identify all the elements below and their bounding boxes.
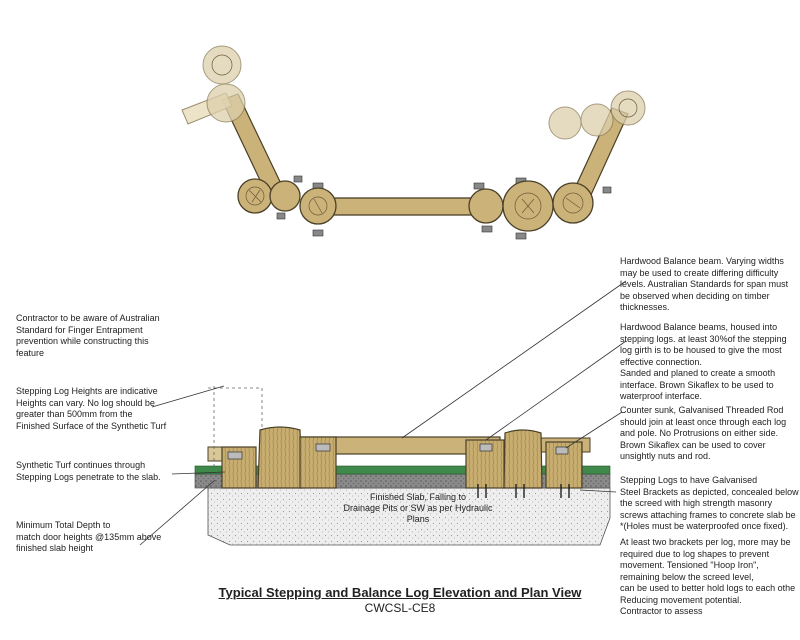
note-log-heights: Stepping Log Heights are indicative Heig… xyxy=(16,386,167,431)
elevation-log-2 xyxy=(257,426,303,489)
plan-log-4 xyxy=(468,188,504,224)
elevation-view xyxy=(194,386,611,546)
elevation-log-5 xyxy=(503,429,543,489)
note-brackets: Stepping Logs to have Galvanised Steel B… xyxy=(620,475,799,531)
leader-lines xyxy=(139,280,627,546)
note-finger-entrapment: Contractor to be aware of Australian Sta… xyxy=(16,313,160,358)
note-threaded-rod: Counter sunk, Galvanised Threaded Rod sh… xyxy=(620,405,787,461)
plan-faded-logs xyxy=(202,45,646,140)
plan-log-2 xyxy=(269,180,301,212)
drawing-code: CWCSL-CE8 xyxy=(364,601,436,615)
note-beam-housed: Hardwood Balance beams, housed into step… xyxy=(620,322,787,401)
note-synthetic-turf: Synthetic Turf continues through Steppin… xyxy=(16,460,161,482)
elevation-anchor-bolts xyxy=(477,484,570,498)
note-hoop-iron: At least two brackets per log, more may … xyxy=(620,537,796,616)
note-min-depth: Minimum Total Depth to match door height… xyxy=(16,520,162,553)
elevation-brackets xyxy=(227,443,569,460)
plan-log-rings xyxy=(211,54,638,220)
synthetic-turf xyxy=(194,465,611,475)
slab-label: Finished Slab, Falling to Drainage Pits … xyxy=(343,492,493,524)
plan-brackets xyxy=(276,175,612,240)
drawing-title: Typical Stepping and Balance Log Elevati… xyxy=(218,585,582,600)
plan-view xyxy=(181,45,646,240)
note-beam-widths: Hardwood Balance beam. Varying widths ma… xyxy=(620,256,789,312)
